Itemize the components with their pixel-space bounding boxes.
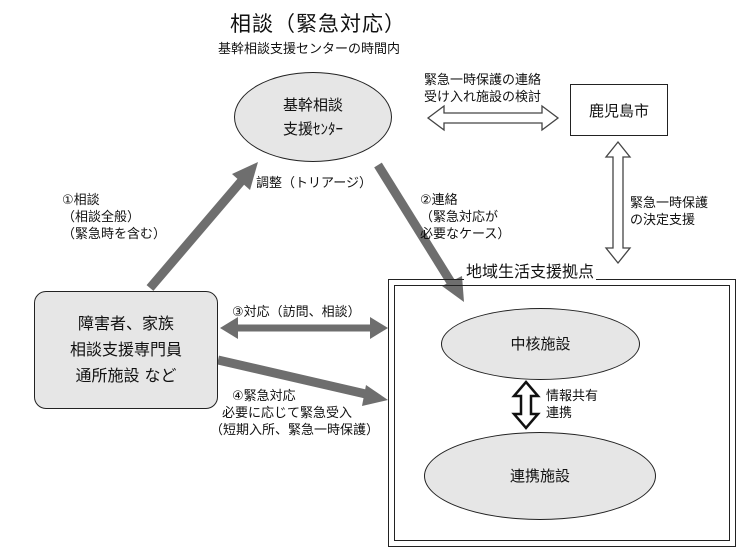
diagram-subtitle: 基幹相談支援センターの時間内 (218, 42, 401, 57)
hub-title: 地域生活支援拠点 (464, 258, 597, 282)
contact-label-line3: 必要なケース） (420, 227, 511, 242)
emergency-label-line3: （短期入所、緊急一時保護） (210, 423, 380, 438)
share-label-line1: 情報共有 (546, 389, 599, 404)
center-line1: 基幹相談 (282, 96, 343, 114)
core-support-center-node: 基幹相談 支援ｾﾝﾀｰ (234, 72, 392, 162)
share-arrow (511, 380, 541, 430)
decision-label-line2: の決定支援 (630, 213, 696, 228)
consult-label-line3: （緊急時を含む） (62, 227, 167, 242)
decision-arrow (604, 140, 632, 265)
hub-frame-inner (394, 285, 730, 541)
city-node: 鹿児島市 (570, 84, 668, 136)
clients-node: 障害者、家族 相談支援専門員 通所施設 など (34, 291, 218, 409)
triage-label: 調整（トリアージ） (256, 176, 372, 191)
diagram-title: 相談（緊急対応） (230, 12, 406, 36)
contact-arrow (374, 162, 464, 302)
coordination-label-line2: 受け入れ施設の検討 (424, 90, 542, 105)
emergency-label-line1: ④緊急対応 (232, 389, 296, 404)
persons-line3: 通所施設 など (75, 366, 177, 385)
contact-label-line2: （緊急対応が (420, 210, 499, 225)
emergency-label-line2: 必要に応じて緊急受入 (222, 406, 353, 421)
respond-arrow (220, 317, 388, 339)
decision-label: 緊急一時保護 の決定支援 (630, 195, 708, 229)
emergency-label: ④緊急対応 必要に応じて緊急受入 （短期入所、緊急一時保護） (210, 388, 379, 439)
consult-label-line2: （相談全般） (62, 210, 141, 225)
respond-label: ③対応（訪問、相談） (232, 305, 361, 320)
coordination-arrow (426, 104, 560, 132)
coordination-label: 緊急一時保護の連絡 受け入れ施設の検討 (424, 72, 541, 106)
center-line2: 支援ｾﾝﾀｰ (282, 120, 343, 138)
contact-label-line1: ②連絡 (420, 193, 458, 208)
partner-facility-node: 連携施設 (424, 432, 656, 520)
core-facility-node: 中核施設 (441, 308, 640, 380)
consult-arrow (146, 162, 258, 291)
consult-label: ①相談 （相談全般） （緊急時を含む） (62, 192, 166, 243)
share-label: 情報共有 連携 (546, 388, 598, 422)
coordination-label-line1: 緊急一時保護の連絡 (424, 73, 542, 88)
decision-label-line1: 緊急一時保護 (630, 196, 709, 211)
persons-line1: 障害者、家族 (77, 314, 174, 333)
share-label-line2: 連携 (546, 406, 573, 421)
persons-line2: 相談支援専門員 (69, 340, 182, 359)
consult-label-line1: ①相談 (62, 193, 100, 208)
emergency-arrow (216, 355, 388, 406)
contact-label: ②連絡 （緊急対応が 必要なケース） (420, 192, 510, 243)
